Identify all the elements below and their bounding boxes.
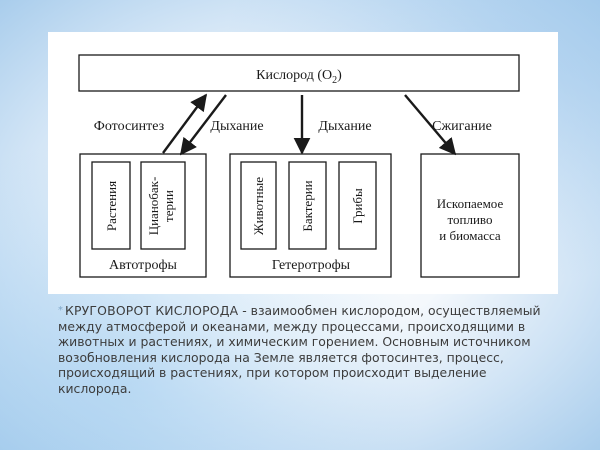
- oxygen-cycle-diagram: Кислород (O2) Фотосинтез Дыхание Дыхание…: [48, 32, 558, 294]
- diagram-svg: Кислород (O2) Фотосинтез Дыхание Дыхание…: [78, 54, 520, 278]
- bullet-marker: *: [58, 305, 63, 316]
- respiration-arrow-left: [179, 94, 227, 156]
- bacteria-label: Бактерии: [300, 180, 315, 231]
- combustion-label: Сжигание: [432, 119, 492, 134]
- respiration-label-left: Дыхание: [210, 119, 263, 134]
- cyanobacteria-box: [140, 161, 186, 250]
- caption-text: - взаимообмен кислородом, осуществляемый…: [58, 303, 541, 396]
- fuel-label-line1: Ископаемое: [437, 196, 504, 211]
- combustion-arrow: [404, 94, 457, 156]
- photosynthesis-arrow: [162, 93, 208, 154]
- heterotrophs-label: Гетеротрофы: [272, 258, 351, 273]
- fungi-box: [338, 161, 377, 250]
- photosynthesis-label: Фотосинтез: [94, 119, 165, 134]
- caption-paragraph: *КРУГОВОРОТ КИСЛОРОДА - взаимообмен кисл…: [58, 303, 548, 397]
- fuel-label-line3: и биомасса: [439, 228, 501, 243]
- cyanobacteria-label-line1: Цианобак-: [146, 177, 161, 236]
- bacteria-box: [288, 161, 327, 250]
- plants-box: [91, 161, 131, 250]
- autotrophs-box: [79, 153, 207, 278]
- cyanobacteria-label-line2: терии: [161, 190, 176, 222]
- oxygen-label: Кислород (O2): [256, 68, 342, 86]
- animals-box: [240, 161, 277, 250]
- oxygen-box: [78, 54, 520, 92]
- fungi-label: Грибы: [350, 188, 365, 224]
- respiration-label-right: Дыхание: [318, 119, 371, 134]
- heterotrophs-box: [229, 153, 392, 278]
- plants-label: Растения: [104, 181, 119, 231]
- fuel-box: [420, 153, 520, 278]
- animals-label: Животные: [251, 177, 266, 235]
- autotrophs-label: Автотрофы: [109, 258, 177, 273]
- fuel-label-line2: топливо: [448, 212, 493, 227]
- caption-term: КРУГОВОРОТ КИСЛОРОДА: [65, 303, 239, 318]
